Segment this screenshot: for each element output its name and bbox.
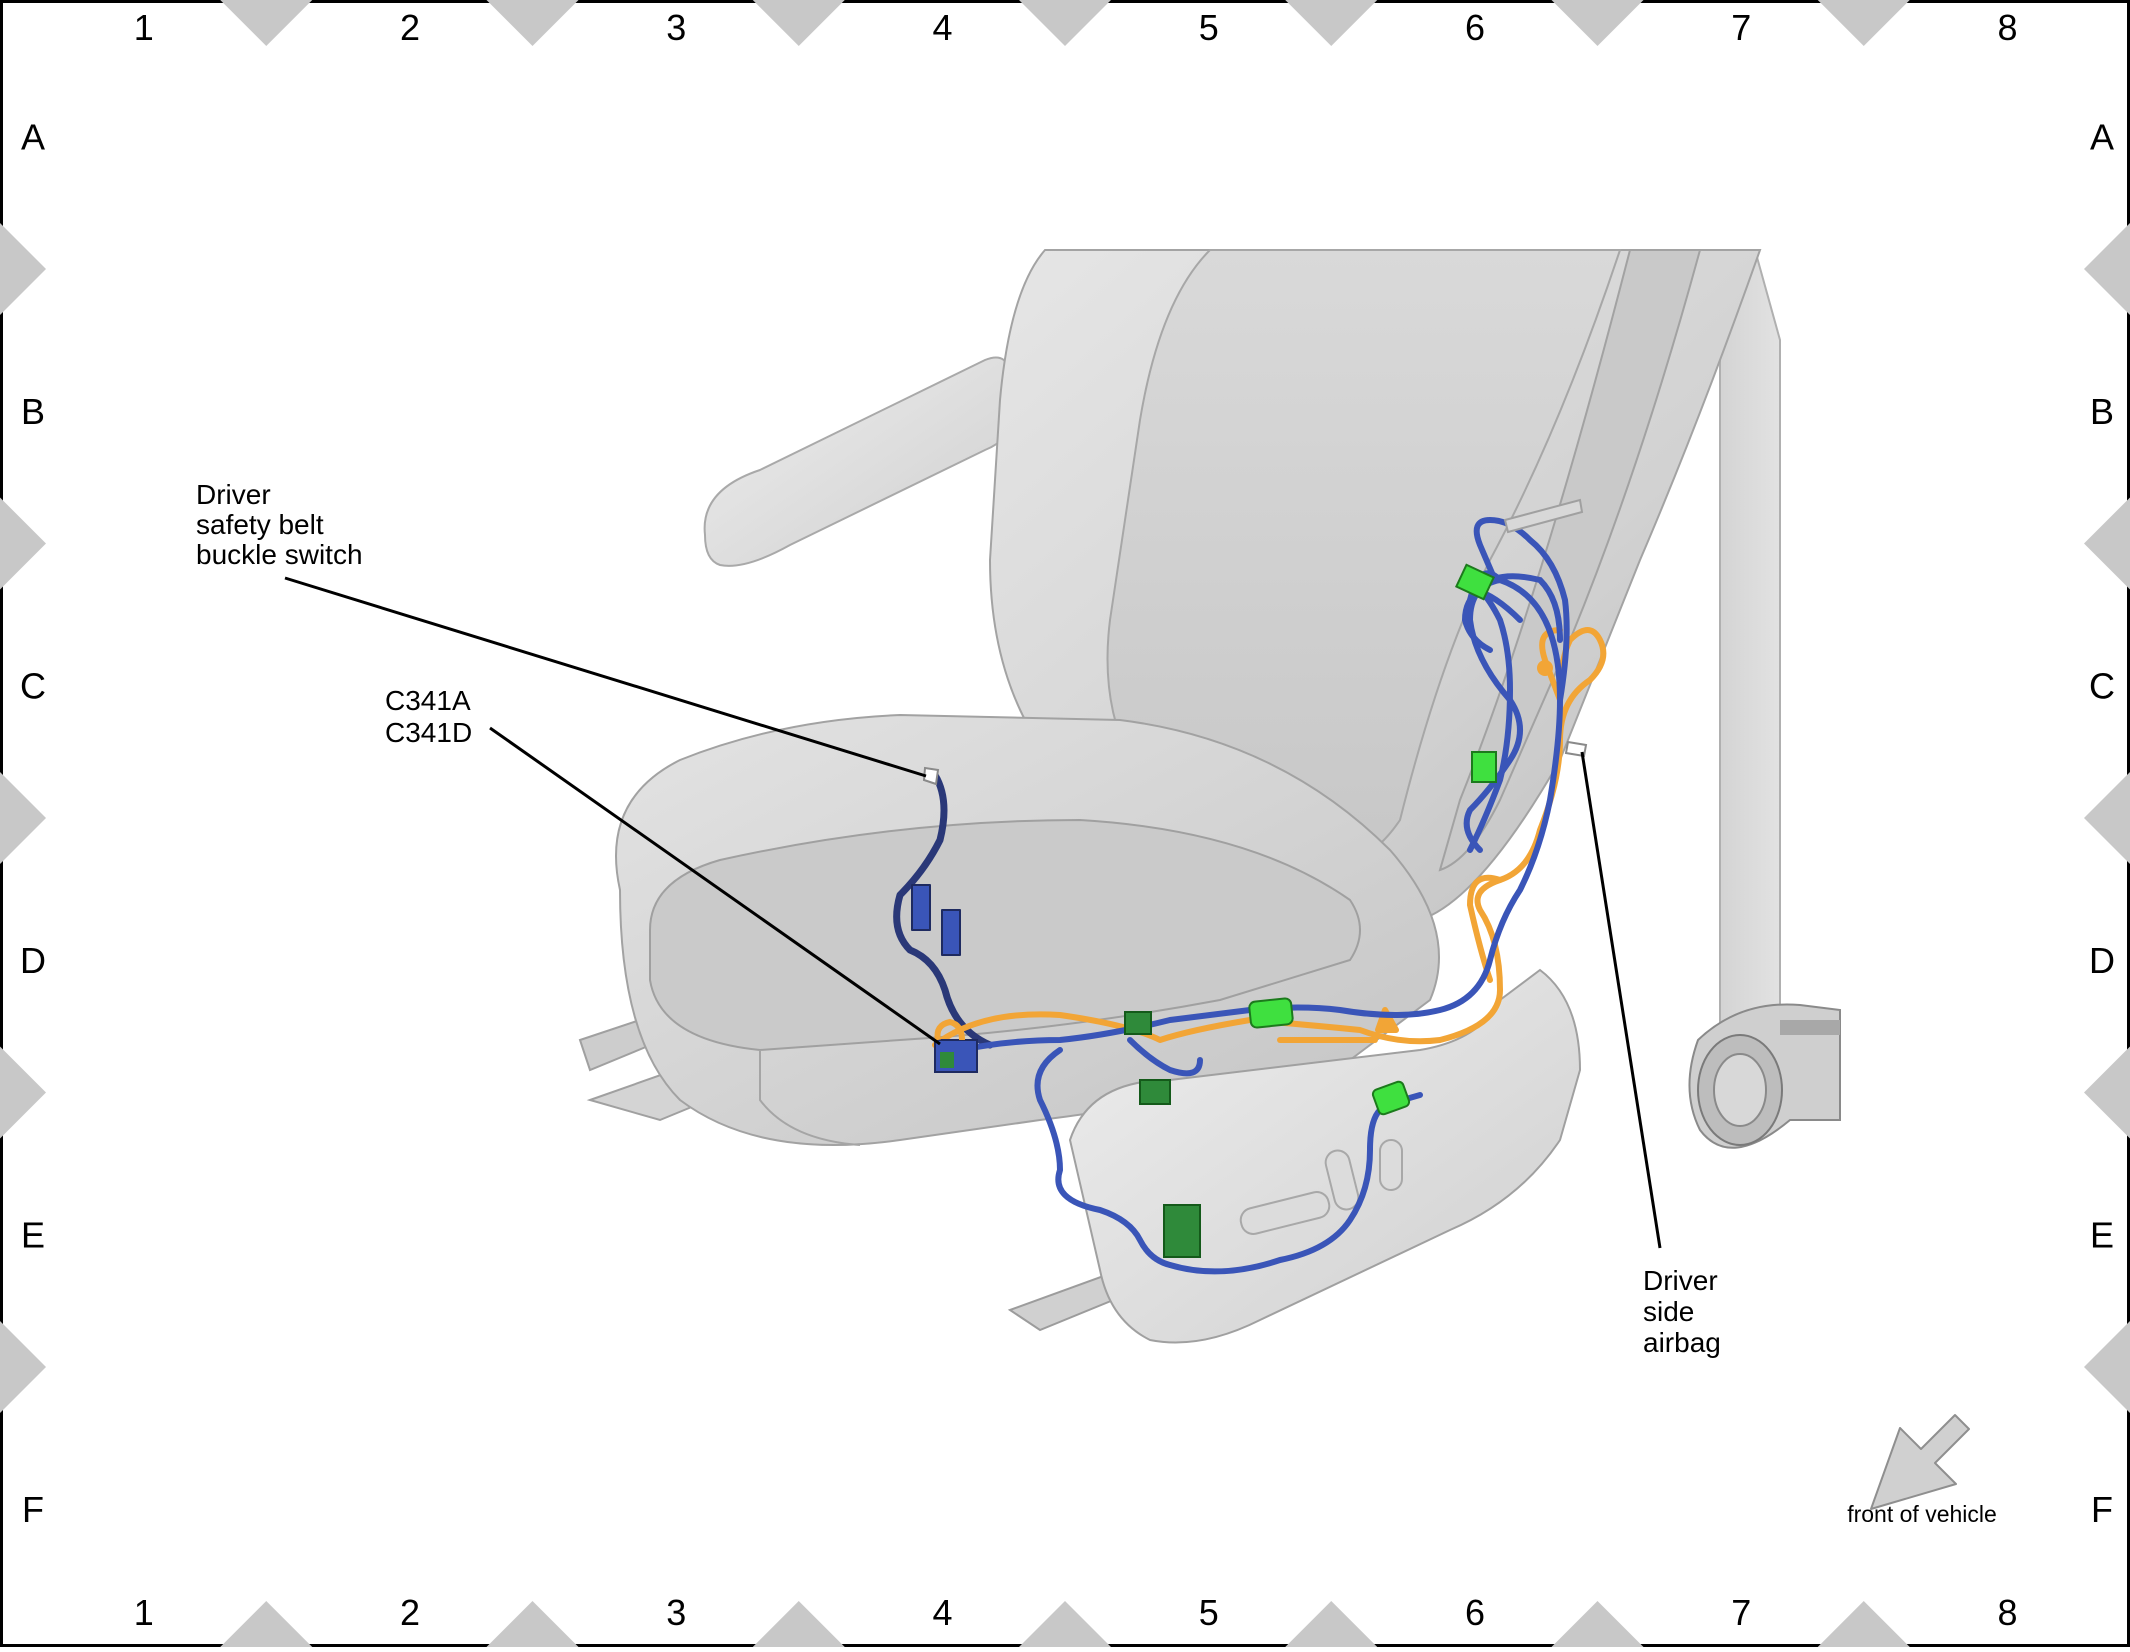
border-marker-left-1 [0,223,46,316]
border-marker-bottom-7 [1817,1601,1910,1652]
grid-row-label-right-D: D [2089,940,2115,981]
border-marker-top-6 [1551,0,1644,46]
border-marker-bottom-1 [220,1601,313,1652]
buckle-switch-connector [922,766,940,786]
border-marker-right-3 [2084,772,2130,865]
border-marker-bottom-5 [1285,1601,1378,1652]
seat-cushion [615,713,1440,1146]
border-marker-top-5 [1285,0,1378,46]
border-marker-left-4 [0,1046,46,1139]
callout-side-airbag: Driver side airbag [1643,1265,1721,1358]
border-marker-right-5 [2084,1321,2130,1414]
border-marker-top-7 [1817,0,1910,46]
grid-col-label-top-7: 7 [1731,7,1751,48]
connector-cushion-1 [1248,997,1294,1029]
callout-side-airbag-line-1: Driver [1643,1265,1718,1296]
connector-cushion-3 [1139,1079,1171,1105]
grid-col-label-top-8: 8 [1998,7,2018,48]
callout-connector: C341A C341D [385,685,472,748]
grid-row-label-left-B: B [21,391,45,432]
leader-buckle-switch [284,576,927,778]
border-marker-left-2 [0,497,46,590]
grid-row-label-right-C: C [2089,665,2115,706]
callout-connector-line-1: C341A [385,685,471,716]
border-marker-left-3 [0,772,46,865]
grid-col-label-top-1: 1 [134,7,154,48]
connector-seat-module [1163,1204,1201,1258]
connector-backrest-lower [1471,751,1497,783]
border-marker-bottom-2 [486,1601,579,1652]
grid-col-label-top-6: 6 [1465,7,1485,48]
border-marker-right-4 [2084,1046,2130,1139]
callout-buckle-switch-line-3: buckle switch [196,539,363,570]
grid-row-label-left-F: F [22,1489,44,1530]
callout-side-airbag-line-2: side [1643,1296,1694,1327]
grid-col-label-top-4: 4 [933,7,953,48]
border-marker-bottom-6 [1551,1601,1644,1652]
leader-lines [284,576,1662,1249]
front-of-vehicle-label: front of vehicle [1847,1501,1997,1527]
callout-buckle-switch-line-2: safety belt [196,509,324,540]
border-marker-top-2 [486,0,579,46]
grid-row-label-right-E: E [2090,1214,2114,1255]
border-marker-right-2 [2084,497,2130,590]
grid-row-label-left-C: C [20,665,46,706]
border-marker-bottom-3 [752,1601,845,1652]
grid-row-label-left-D: D [20,940,46,981]
grid-row-label-right-F: F [2091,1489,2113,1530]
grid-row-label-right-B: B [2090,391,2114,432]
border-marker-left-5 [0,1321,46,1414]
seat-belt [1688,249,1841,1149]
armrest [703,356,1011,567]
grid-col-label-bottom-8: 8 [1998,1592,2018,1633]
grid-col-label-top-2: 2 [400,7,420,48]
grid-row-label-right-A: A [2090,116,2114,157]
border-marker-bottom-4 [1019,1601,1111,1652]
border-marker-top-3 [752,0,845,46]
callout-buckle-switch-line-1: Driver [196,479,271,510]
grid-col-label-bottom-4: 4 [933,1592,953,1633]
grid-col-label-bottom-7: 7 [1731,1592,1751,1633]
grid-col-label-top-3: 3 [666,7,686,48]
connector-cushion-2 [1124,1011,1152,1035]
harness-orange [932,627,1607,1048]
grid-row-label-left-A: A [21,116,45,157]
callout-buckle-switch: Driver safety belt buckle switch [196,479,363,570]
grid-col-label-bottom-5: 5 [1199,1592,1219,1633]
grid-col-label-bottom-3: 3 [666,1592,686,1633]
leader-side-airbag [1580,751,1662,1249]
border-marker-top-4 [1019,0,1111,46]
grid-row-label-left-E: E [21,1214,45,1255]
callout-side-airbag-line-3: airbag [1643,1327,1721,1358]
front-of-vehicle-indicator: front of vehicle [1847,1414,1997,1527]
connector-backrest-upper [1455,563,1495,601]
border-marker-top-1 [220,0,313,46]
connector-switch-trim [1371,1080,1411,1116]
grid-col-label-bottom-2: 2 [400,1592,420,1633]
leader-connector [489,726,941,1046]
border-marker-right-1 [2084,223,2130,316]
harness-buckle-lead [893,771,994,1049]
front-of-vehicle-arrow-icon [1870,1414,1970,1510]
grid-col-label-bottom-1: 1 [134,1592,154,1633]
grid-col-label-bottom-6: 6 [1465,1592,1485,1633]
grid-col-label-top-5: 5 [1199,7,1219,48]
callout-connector-line-2: C341D [385,717,472,748]
